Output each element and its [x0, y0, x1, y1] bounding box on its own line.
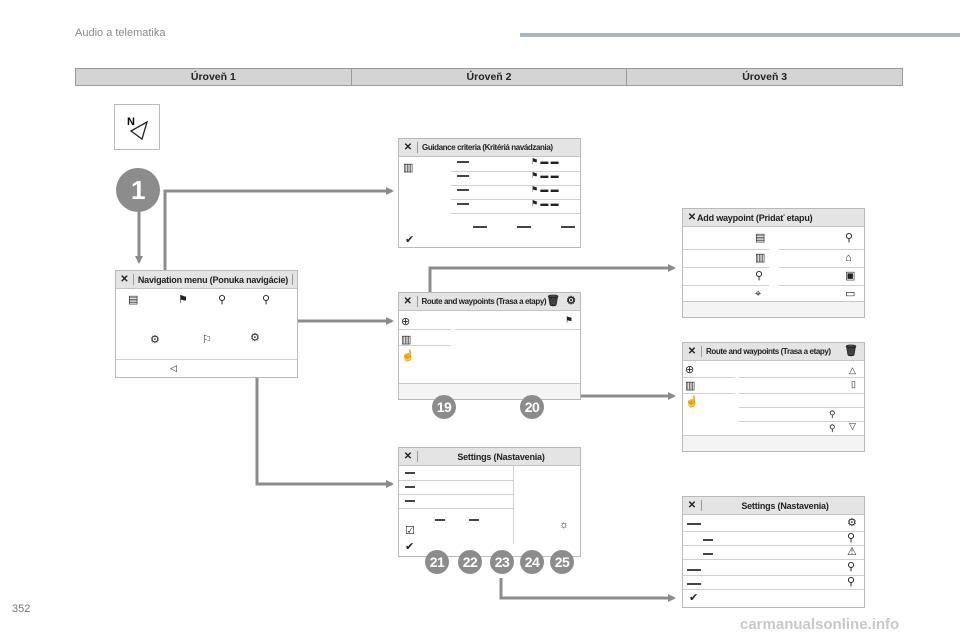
- search-icon[interactable]: ⚲: [218, 294, 227, 306]
- close-icon[interactable]: ✕: [403, 451, 413, 462]
- arrow-route-to-addwaypoint: [428, 264, 676, 296]
- gear-icon[interactable]: ⚙: [250, 332, 260, 344]
- gear-icon[interactable]: ⚙: [566, 295, 576, 307]
- step-badge-21: 21: [425, 550, 449, 574]
- contact-icon[interactable]: ▣: [845, 270, 856, 282]
- checkmark-icon[interactable]: ✔: [689, 592, 699, 604]
- screen-add-waypoint: ✕ Add waypoint (Pridať etapu) ▤ ⚲ ▥ ⌂ ⚲ …: [682, 208, 865, 318]
- close-icon[interactable]: ✕: [687, 346, 697, 357]
- screen-navigation-menu: ✕ Navigation menu (Ponuka navigácie) ▤ ⚑…: [115, 270, 298, 378]
- home-icon[interactable]: ⌂: [845, 252, 852, 264]
- menu-icon[interactable]: ▤: [755, 232, 766, 244]
- title-bar: ✕ Guidance criteria (Kritériá navádzania…: [399, 139, 580, 157]
- screen-title: Add waypoint (Pridať etapu): [697, 212, 813, 223]
- screen-title: Route and waypoints (Trasa a etapy): [706, 347, 831, 356]
- arrow-settings-to-settingsright: [499, 578, 676, 602]
- map-icon[interactable]: ▥: [755, 252, 766, 264]
- level-1-label: Úroveň 1: [76, 69, 352, 85]
- location-pin-icon: ⚲: [829, 409, 836, 419]
- arrow-nav-to-settings: [255, 340, 394, 488]
- step-badge-19: 19: [432, 395, 456, 419]
- trash-icon[interactable]: 🗑: [546, 295, 561, 307]
- compass-north-icon: N: [127, 116, 149, 141]
- slider-icon[interactable]: ▯: [851, 379, 856, 389]
- plus-circle-icon[interactable]: ⊕: [401, 316, 411, 328]
- folder-icon[interactable]: ▭: [845, 288, 856, 300]
- screen-settings: ✕ Settings (Nastavenia) ☑ ☼ ✔: [398, 447, 581, 557]
- flag-icon[interactable]: ⚑: [178, 294, 188, 306]
- title-bar: ✕ Settings (Nastavenia): [683, 497, 864, 515]
- warning-icon[interactable]: ⚠: [847, 546, 857, 558]
- gear-icon[interactable]: ⚙: [150, 334, 160, 346]
- plus-circle-icon[interactable]: ⊕: [685, 364, 695, 376]
- location-pin-icon[interactable]: ⚲: [847, 576, 856, 588]
- triangle-up-icon[interactable]: △: [849, 365, 856, 375]
- step-badge-23: 23: [490, 550, 514, 574]
- title-bar: ✕ Route and waypoints (Trasa a etapy) 🗑: [683, 343, 864, 361]
- close-icon[interactable]: ✕: [687, 500, 697, 511]
- navigation-tile[interactable]: N: [114, 104, 160, 150]
- title-bar: ✕ Route and waypoints (Trasa a etapy) 🗑 …: [399, 293, 580, 311]
- screen-route-waypoints-detail: ✕ Route and waypoints (Trasa a etapy) 🗑 …: [682, 342, 865, 452]
- svg-text:N: N: [127, 116, 135, 128]
- map-icon[interactable]: ▥: [685, 380, 696, 392]
- close-icon[interactable]: ✕: [403, 296, 412, 307]
- location-pin-icon: ⚲: [829, 423, 836, 433]
- location-pin-icon[interactable]: ⚲: [847, 561, 856, 573]
- flag-icon[interactable]: ⚐: [202, 334, 212, 346]
- location-icon[interactable]: ⌖: [755, 288, 762, 300]
- close-icon[interactable]: ✕: [120, 274, 129, 285]
- hand-icon[interactable]: ☝: [401, 350, 415, 362]
- screen-title: Guidance criteria (Kritériá navádzania): [422, 143, 553, 152]
- watermark: carmanualsonline.info: [740, 616, 900, 633]
- hand-icon[interactable]: ☝: [685, 396, 699, 408]
- checkmark-icon[interactable]: ✔: [405, 541, 415, 553]
- map-icon[interactable]: ▥: [401, 334, 412, 346]
- flag-icon: ⚑: [565, 315, 574, 325]
- section-title: Audio a telematika: [75, 27, 166, 39]
- step-badge-25: 25: [550, 550, 574, 574]
- header-rule: [520, 33, 960, 37]
- screen-guidance-criteria: ✕ Guidance criteria (Kritériá navádzania…: [398, 138, 581, 248]
- map-icon[interactable]: ▥: [403, 162, 414, 174]
- step-badge-20: 20: [520, 395, 544, 419]
- screen-route-waypoints: ✕ Route and waypoints (Trasa a etapy) 🗑 …: [398, 292, 581, 400]
- level-2-label: Úroveň 2: [352, 69, 628, 85]
- triangle-down-icon[interactable]: ▽: [849, 421, 856, 431]
- settings-icon[interactable]: ⚙: [847, 517, 857, 529]
- search-icon[interactable]: ⚲: [845, 232, 854, 244]
- screen-title: Navigation menu (Ponuka navigácie): [137, 274, 289, 285]
- search-icon[interactable]: ⚲: [755, 270, 764, 282]
- checkbox-icon[interactable]: ☑: [405, 525, 415, 537]
- checkmark-icon[interactable]: ✔: [405, 234, 415, 246]
- screen-title: Settings (Nastavenia): [457, 451, 545, 462]
- screen-settings-detail: ✕ Settings (Nastavenia) ⚙ ⚲ ⚠ ⚲ ⚲ ✔: [682, 496, 865, 608]
- page-number: 352: [12, 603, 31, 615]
- screen-title: Settings (Nastavenia): [741, 500, 829, 511]
- search-icon[interactable]: ⚲: [847, 532, 856, 544]
- step-badge-22: 22: [458, 550, 482, 574]
- navigation-arrow-icon[interactable]: ◁: [170, 363, 177, 373]
- trash-icon[interactable]: 🗑: [844, 345, 858, 357]
- screen-title: Route and waypoints (Trasa a etapy): [421, 297, 547, 306]
- title-bar: ✕ Settings (Nastavenia): [399, 448, 580, 466]
- title-bar: ✕ Add waypoint (Pridať etapu): [683, 209, 864, 227]
- close-icon[interactable]: ✕: [687, 212, 697, 223]
- level-header-bar: Úroveň 1 Úroveň 2 Úroveň 3: [75, 68, 903, 86]
- step-badge-24: 24: [520, 550, 544, 574]
- menu-icon[interactable]: ▤: [128, 294, 139, 306]
- search-abc-icon[interactable]: ⚲: [262, 294, 271, 306]
- level-3-label: Úroveň 3: [742, 71, 788, 83]
- close-icon[interactable]: ✕: [403, 142, 413, 153]
- day-night-icon[interactable]: ☼: [559, 519, 570, 531]
- step-badge-1: 1: [116, 168, 160, 212]
- title-bar: ✕ Navigation menu (Ponuka navigácie): [116, 271, 297, 289]
